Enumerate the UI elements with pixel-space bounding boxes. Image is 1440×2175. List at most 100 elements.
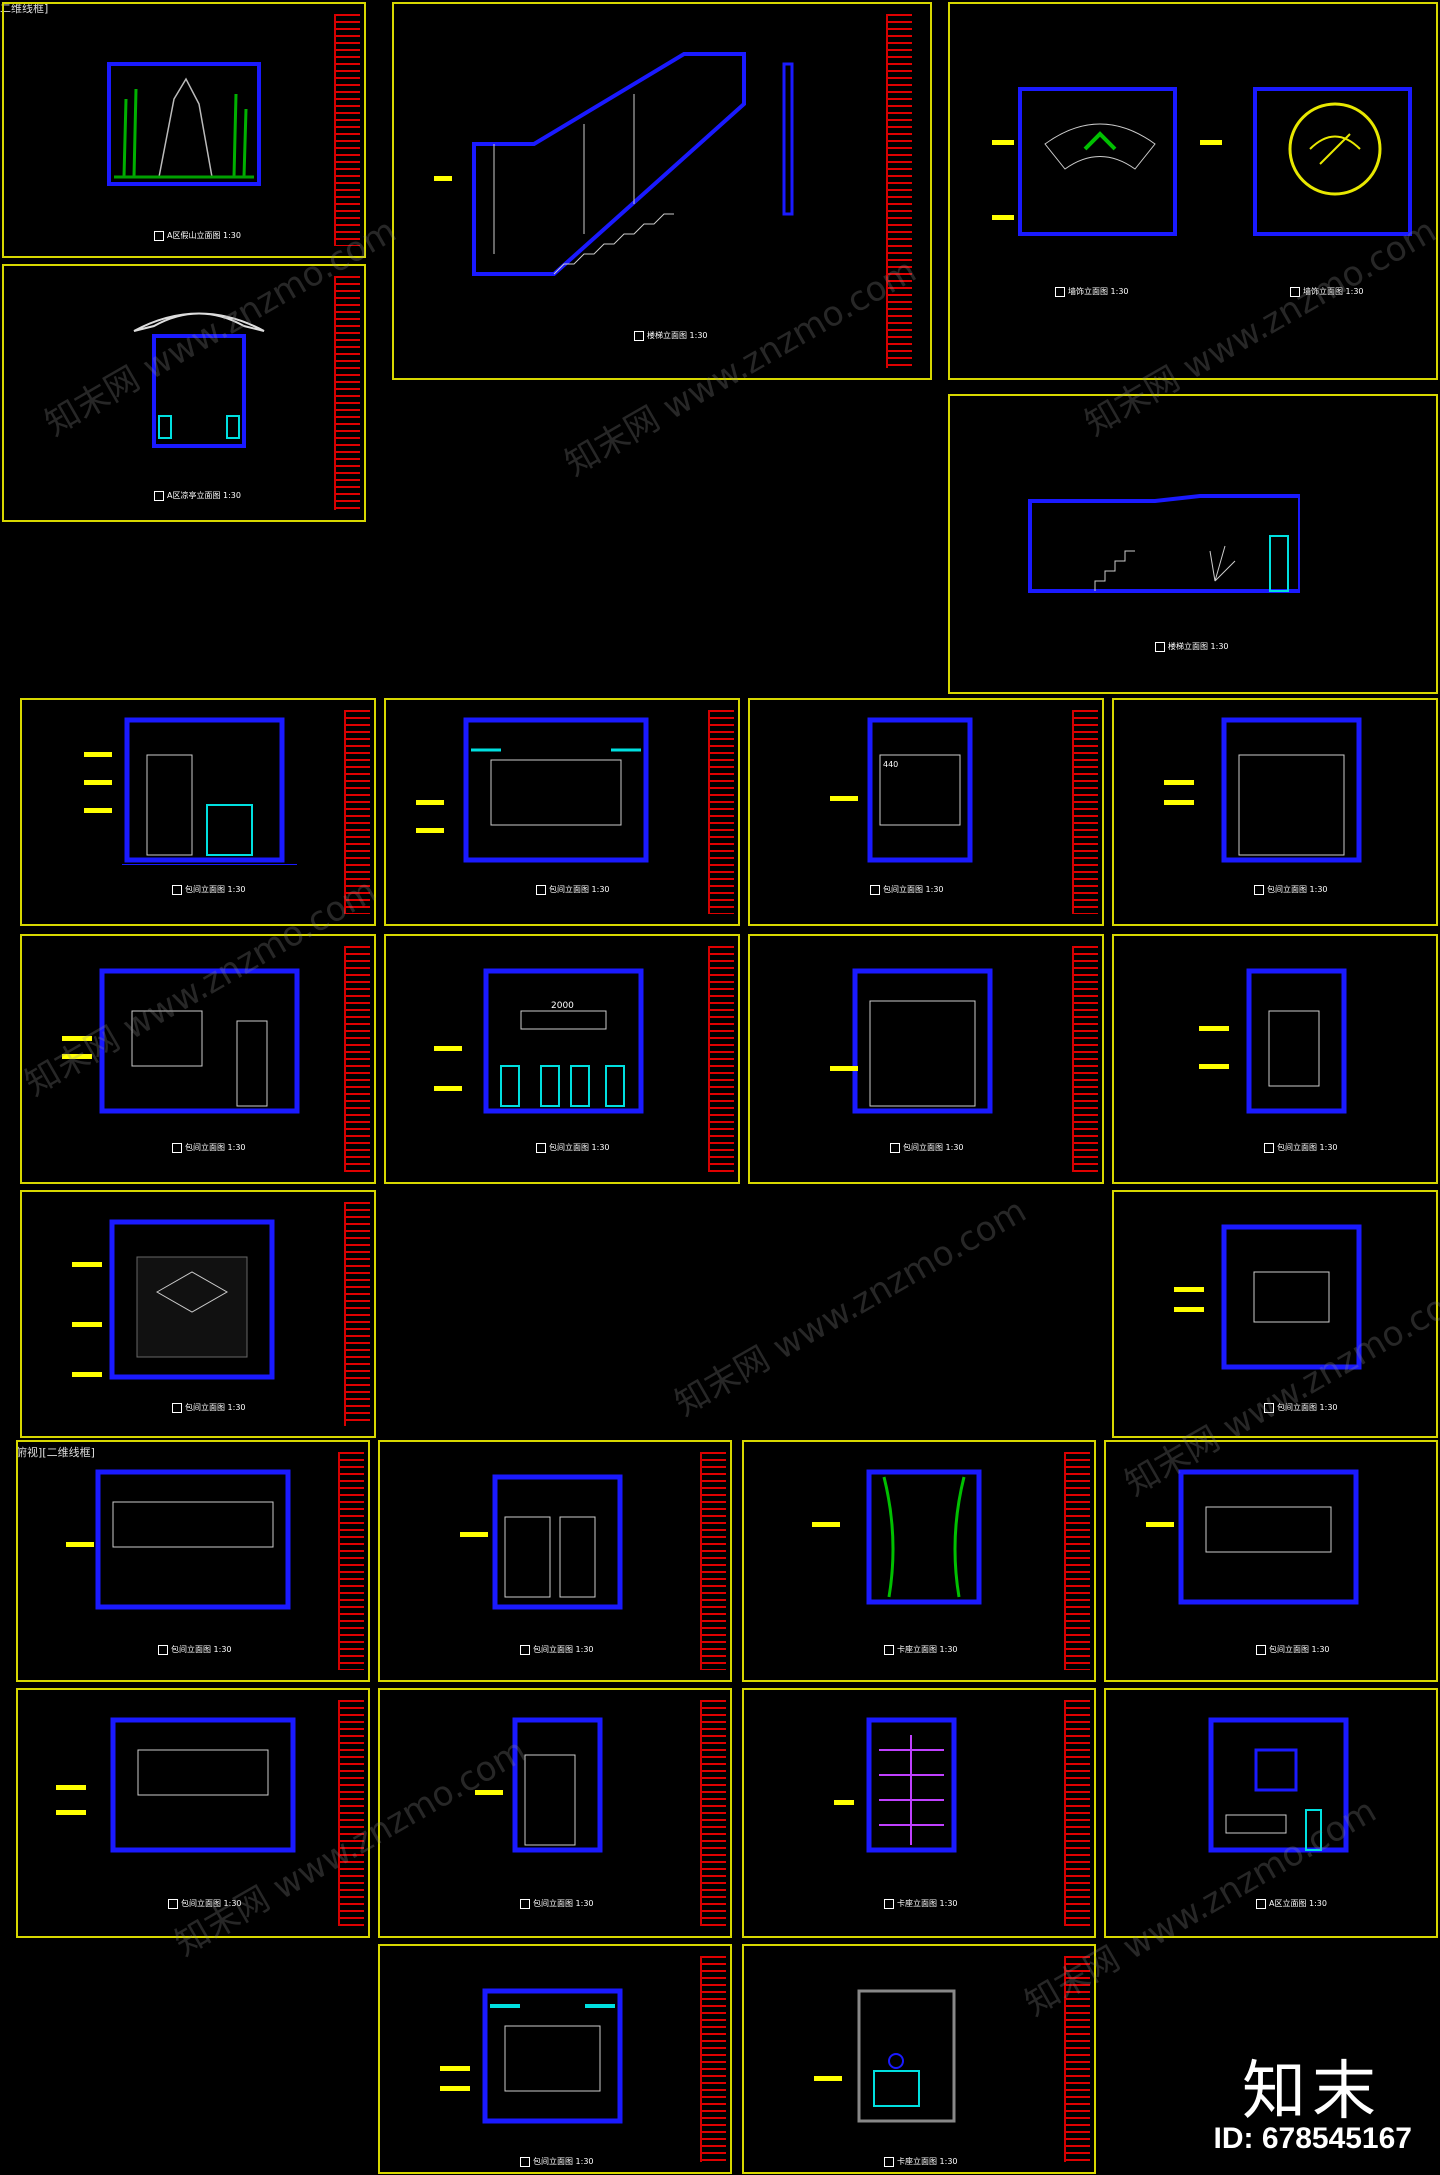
- shelf-elevation: [866, 1717, 957, 1853]
- caption-text: 卡座立面图 1:30: [897, 1899, 958, 1908]
- room-elevation: [1221, 717, 1362, 863]
- brand-logo: 知末: [1242, 2055, 1382, 2129]
- room-elevation: 440: [867, 717, 973, 863]
- caption-text: 包间立面图 1:30: [181, 1899, 242, 1908]
- title-block: [708, 946, 734, 1172]
- drawing-sheet-wall-decor[interactable]: 墙饰立面图 1:30 墙饰立面图 1:30: [948, 2, 1438, 380]
- drawing-sheet-room-15[interactable]: 包间立面图 1:30: [378, 1688, 732, 1938]
- caption-text: 包间立面图 1:30: [1269, 1645, 1330, 1654]
- title-block: [708, 710, 734, 914]
- room-elevation: [512, 1717, 603, 1853]
- title-block: [1064, 1956, 1090, 2162]
- caption-text: 包间立面图 1:30: [185, 1143, 246, 1152]
- title-block: [338, 1452, 364, 1670]
- caption-text: 卡座立面图 1:30: [897, 2157, 958, 2166]
- drawing-sheet-room-2[interactable]: 包间立面图 1:30: [384, 698, 740, 926]
- room-elevation: [463, 717, 649, 863]
- room-elevation: [95, 1469, 291, 1610]
- room-elevation: [492, 1474, 623, 1610]
- drawing-sheet-room-8[interactable]: 包间立面图 1:30: [1112, 934, 1438, 1184]
- drawing-sheet-room-4[interactable]: 包间立面图 1:30: [1112, 698, 1438, 926]
- caption-text: 楼梯立面图 1:30: [1168, 642, 1229, 651]
- asset-id: ID: 678545167: [1213, 2122, 1413, 2155]
- room-elevation: [1246, 968, 1347, 1114]
- booth-elevation: [866, 1469, 982, 1605]
- room-elevation: [99, 968, 300, 1114]
- caption-text: 包间立面图 1:30: [1277, 1403, 1338, 1412]
- drawing-sheet-room-9[interactable]: 包间立面图 1:30: [20, 1190, 376, 1438]
- title-block: [344, 710, 370, 914]
- drawing-sheet-pavilion[interactable]: A区凉亭立面图 1:30: [2, 264, 366, 522]
- caption-text: 包间立面图 1:30: [549, 1143, 610, 1152]
- dimension-label: 2000: [551, 1001, 574, 1011]
- room-elevation: 2000: [483, 968, 644, 1114]
- room-elevation: [110, 1717, 296, 1853]
- drawing-sheet-rockery[interactable]: A区假山立面图 1:30: [2, 2, 366, 258]
- drawing-sheet-room-10[interactable]: 包间立面图 1:30: [1112, 1190, 1438, 1438]
- wall-decor-round: [1253, 87, 1412, 236]
- rockery-elevation: [107, 62, 261, 186]
- room-elevation: [1221, 1224, 1362, 1370]
- caption-text: 卡座立面图 1:30: [897, 1645, 958, 1654]
- section-label: 二维线框]: [0, 2, 49, 15]
- title-block: [344, 1202, 370, 1426]
- caption-text: A区假山立面图 1:30: [167, 231, 241, 240]
- caption-text: 墙饰立面图 1:30: [1068, 287, 1129, 296]
- title-block: [1072, 710, 1098, 914]
- title-block: [1064, 1452, 1090, 1670]
- wall-decor-fan: [1018, 87, 1177, 236]
- drawing-sheet-room-16[interactable]: 包间立面图 1:30: [378, 1944, 732, 2174]
- caption-text: 包间立面图 1:30: [533, 1645, 594, 1654]
- caption-text: 包间立面图 1:30: [883, 885, 944, 894]
- caption-text: 包间立面图 1:30: [549, 885, 610, 894]
- drawing-sheet-room-11[interactable]: 包间立面图 1:30: [16, 1440, 370, 1682]
- drawing-sheet-area-a[interactable]: A区立面图 1:30: [1104, 1688, 1438, 1938]
- caption-text: 包间立面图 1:30: [1267, 885, 1328, 894]
- drawing-sheet-room-12[interactable]: 包间立面图 1:30: [378, 1440, 732, 1682]
- title-block: [700, 1700, 726, 1926]
- drawing-sheet-stair-garden[interactable]: 楼梯立面图 1:30: [948, 394, 1438, 694]
- title-block: [338, 1700, 364, 1926]
- drawing-sheet-room-14[interactable]: 包间立面图 1:30: [16, 1688, 370, 1938]
- drawing-sheet-room-7[interactable]: 包间立面图 1:30: [748, 934, 1104, 1184]
- drawing-sheet-room-13[interactable]: 包间立面图 1:30: [1104, 1440, 1438, 1682]
- area-elevation: [1208, 1717, 1349, 1853]
- room-elevation: [122, 717, 297, 865]
- title-block: [334, 276, 360, 510]
- drawing-sheet-booth-1[interactable]: 卡座立面图 1:30: [742, 1440, 1096, 1682]
- room-elevation: [482, 1988, 623, 2124]
- room-elevation: [109, 1219, 275, 1380]
- caption-text: 包间立面图 1:30: [1277, 1143, 1338, 1152]
- title-block: [700, 1452, 726, 1670]
- room-elevation: [852, 968, 993, 1114]
- drawing-sheet-room-3[interactable]: 440 包间立面图 1:30: [748, 698, 1104, 926]
- watermark: 知末网 www.znzmo.com: [668, 1190, 1034, 1425]
- drawing-sheet-staircase[interactable]: 楼梯立面图 1:30: [392, 2, 932, 380]
- caption-text: 包间立面图 1:30: [533, 2157, 594, 2166]
- booth-elevation: [857, 1989, 956, 2123]
- title-block: [1072, 946, 1098, 1172]
- caption-text: 包间立面图 1:30: [185, 1403, 246, 1412]
- drawing-sheet-booth-3[interactable]: 卡座立面图 1:30: [742, 1944, 1096, 2174]
- section-label: 俯视][二维线框]: [16, 1446, 95, 1459]
- caption-text: A区立面图 1:30: [1269, 1899, 1327, 1908]
- caption-text: 包间立面图 1:30: [533, 1899, 594, 1908]
- caption-text: A区凉亭立面图 1:30: [167, 491, 241, 500]
- title-block: [886, 14, 912, 368]
- drawing-sheet-room-5[interactable]: 包间立面图 1:30: [20, 934, 376, 1184]
- title-block: [700, 1956, 726, 2162]
- title-block: [334, 14, 360, 246]
- title-block: [344, 946, 370, 1172]
- drawing-sheet-booth-2[interactable]: 卡座立面图 1:30: [742, 1688, 1096, 1938]
- caption-text: 包间立面图 1:30: [903, 1143, 964, 1152]
- caption-text: 包间立面图 1:30: [185, 885, 246, 894]
- room-elevation: [1178, 1469, 1359, 1605]
- drawing-sheet-room-1[interactable]: 包间立面图 1:30: [20, 698, 376, 926]
- drawing-sheet-room-6[interactable]: 2000 包间立面图 1:30: [384, 934, 740, 1184]
- dimension-label: 440: [883, 760, 898, 769]
- pavilion-elevation: [133, 312, 265, 448]
- caption-text: 墙饰立面图 1:30: [1303, 287, 1364, 296]
- title-block: [1064, 1700, 1090, 1926]
- staircase-elevation: [472, 52, 794, 276]
- stair-garden-elevation: [1028, 494, 1300, 593]
